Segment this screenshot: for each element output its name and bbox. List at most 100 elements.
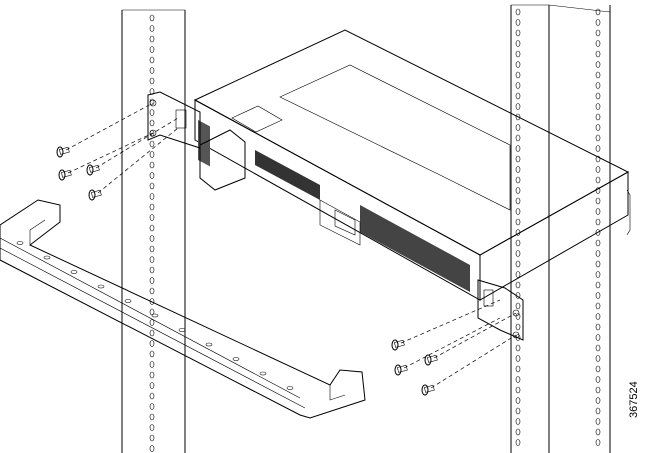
rail-hole (595, 344, 601, 352)
rail-hole (149, 329, 155, 337)
rail-hole (515, 166, 521, 173)
rail-hole (149, 67, 155, 74)
rail-hole (149, 119, 155, 127)
rail-hole (149, 14, 155, 22)
rail-hole (515, 50, 521, 58)
rail-hole (595, 355, 601, 362)
rail-hole (149, 172, 155, 179)
left-mounting-bracket (147, 91, 201, 149)
router-chassis (193, 29, 630, 301)
rail-hole (149, 256, 155, 263)
alignment-guide (430, 334, 517, 389)
bracket-hole (205, 342, 213, 347)
screw (88, 189, 102, 201)
rail-hole (595, 386, 601, 394)
rail-hole (149, 403, 155, 410)
rail-hole (149, 56, 155, 64)
rail-hole (595, 260, 601, 268)
rail-hole (515, 92, 521, 100)
cable-management-bracket (0, 199, 366, 419)
rail-hole (595, 82, 601, 89)
bracket-hole (259, 371, 267, 376)
rail-hole (595, 19, 601, 26)
rail-hole (595, 113, 601, 121)
alignment-guide (65, 102, 154, 151)
rail-hole (595, 134, 601, 142)
alignment-guide (97, 127, 179, 194)
rail-hole (595, 197, 601, 205)
bracket-hole (97, 284, 105, 289)
rail-hole (595, 208, 601, 215)
rail-hole (149, 77, 155, 85)
rail-hole (515, 344, 521, 352)
rail-hole (595, 124, 601, 131)
rail-hole (149, 161, 155, 169)
rail-hole (595, 439, 601, 446)
rail-hole (515, 260, 521, 268)
rail-hole (595, 166, 601, 173)
rail-hole (149, 392, 155, 400)
rail-hole (595, 50, 601, 58)
rail-hole (595, 61, 601, 68)
rail-hole (595, 229, 601, 236)
rail-hole (515, 71, 521, 79)
rail-hole (595, 239, 601, 247)
rail-hole (515, 40, 521, 47)
rail-hole (149, 193, 155, 200)
rail-hole (149, 235, 155, 242)
rail-hole (149, 35, 155, 43)
rail-hole (595, 250, 601, 257)
screw (86, 164, 100, 176)
rail-hole (515, 271, 521, 278)
figure-number: 367524 (628, 381, 640, 418)
rail-hole (149, 445, 155, 452)
rail-hole (515, 82, 521, 89)
rail-hole (149, 109, 155, 116)
bracket-hole (43, 255, 51, 260)
rail-hole (149, 413, 155, 421)
rail-hole (595, 292, 601, 299)
rail-hole (149, 214, 155, 221)
rail-hole (149, 140, 155, 148)
rail-hole (515, 145, 521, 152)
rail-hole (515, 29, 521, 37)
rail-hole (149, 203, 155, 211)
rail-hole (515, 239, 521, 247)
rail-hole (515, 439, 521, 446)
rail-hole (595, 103, 601, 110)
rail-hole (515, 113, 521, 121)
rail-hole (595, 92, 601, 100)
rail-hole (515, 197, 521, 205)
rail-hole (149, 182, 155, 190)
rail-hole (595, 176, 601, 184)
rail-hole (595, 8, 601, 16)
rail-hole (515, 208, 521, 215)
bracket-hole (16, 241, 24, 245)
rail-hole (595, 40, 601, 47)
rail-hole (149, 340, 155, 347)
screw (58, 169, 72, 181)
rail-hole (515, 187, 521, 194)
screw (391, 339, 405, 351)
rail-hole (595, 145, 601, 152)
rail-hole (515, 176, 521, 184)
rail-hole (149, 319, 155, 326)
rail-hole (595, 155, 601, 163)
right-rack-rail (510, 4, 631, 453)
bracket-hole (70, 270, 78, 274)
rail-hole (149, 151, 155, 158)
bracket-hole (124, 299, 132, 303)
rail-hole (595, 313, 601, 320)
rail-hole (515, 134, 521, 142)
rail-hole (515, 61, 521, 68)
rail-hole (515, 376, 521, 383)
bracket-hole (232, 357, 240, 361)
screw (424, 354, 438, 366)
rail-hole (149, 424, 155, 431)
rail-hole (595, 218, 601, 226)
rail-hole (515, 281, 521, 289)
rail-hole (515, 124, 521, 131)
rail-hole (515, 355, 521, 362)
screw (56, 146, 70, 158)
